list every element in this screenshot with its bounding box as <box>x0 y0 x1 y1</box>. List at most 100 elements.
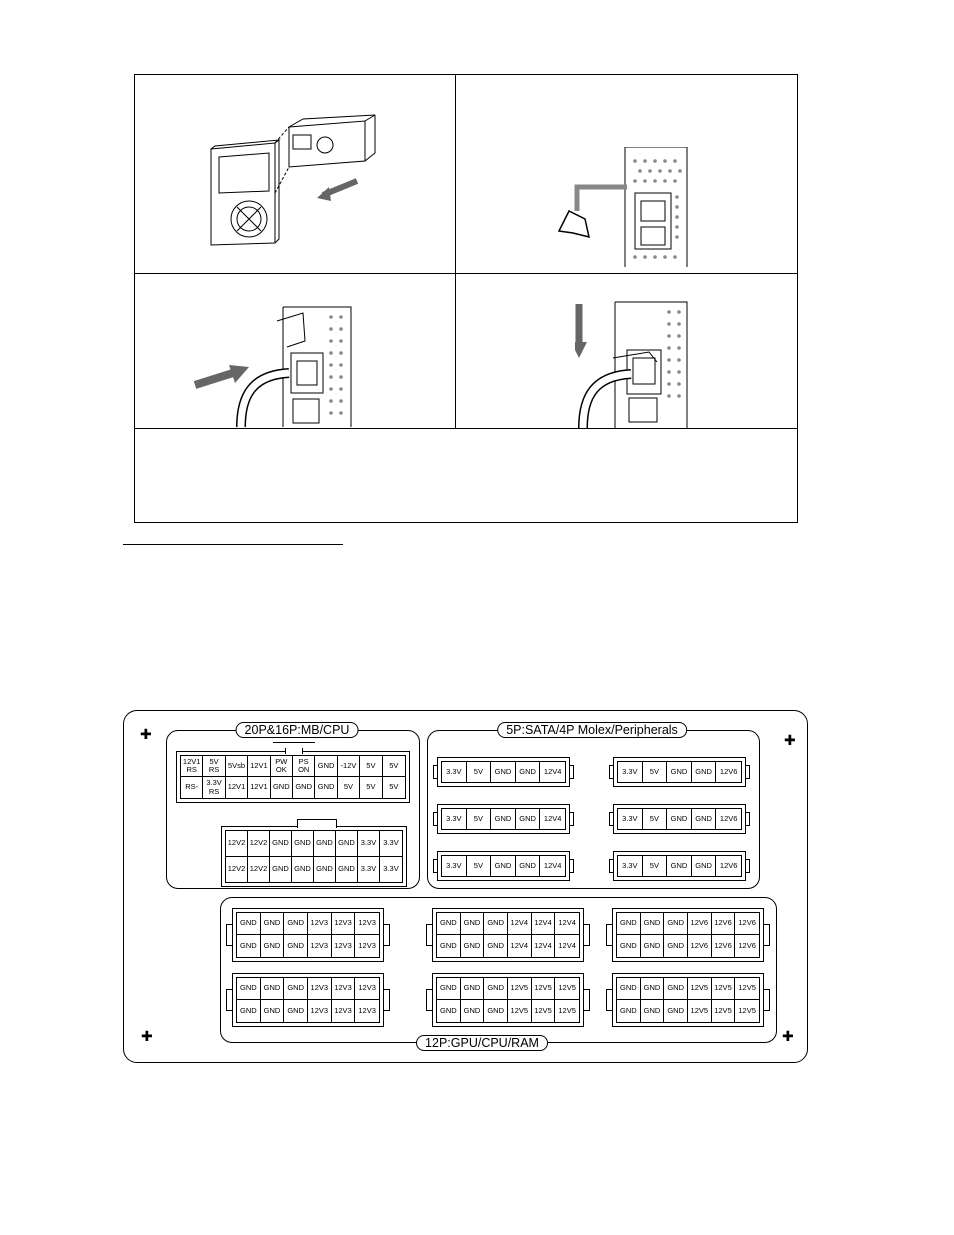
connector-pin: GND <box>315 756 338 777</box>
connector-pin: 12V6 <box>719 813 738 823</box>
connector-pin: GND <box>667 762 692 782</box>
connector-pin: GND <box>270 856 292 882</box>
connector-pin: 12V6 <box>735 913 759 935</box>
connector-pin: 12V4 <box>543 766 562 776</box>
connector-pin: 12V5 <box>687 978 712 1000</box>
connector-pin: GND <box>484 913 508 935</box>
connector-pin: GND <box>516 762 541 782</box>
connector-pin: 12V5 <box>688 1000 712 1022</box>
connector-latch <box>433 765 438 779</box>
connector-pin: GND <box>692 856 717 876</box>
connector-pin: GND <box>437 1000 461 1022</box>
connector-latch <box>609 812 614 826</box>
connector-pin: GND <box>237 935 261 957</box>
connector-latch <box>433 859 438 873</box>
connector-latch <box>583 924 590 946</box>
connector-pin: GND <box>437 913 461 935</box>
connector-pin: GND <box>260 913 285 935</box>
connector-pin: 3.3V <box>442 856 467 876</box>
connector-pin: 12V6 <box>712 935 736 957</box>
connector-pin: 5V <box>338 777 361 798</box>
connector-pin: GND <box>336 856 358 882</box>
connector-pin: 12V4 <box>508 935 532 957</box>
connector-pin: GND <box>484 1000 508 1022</box>
connector-pin: 5V <box>382 756 405 777</box>
connector-pin: 12V1 RS <box>181 756 204 777</box>
connector-pin: GND <box>260 978 285 1000</box>
connector-latch <box>426 924 433 946</box>
group-label-gpu: 12P:GPU/CPU/RAM <box>416 1035 548 1051</box>
connector-pin: 12V5 <box>507 978 532 1000</box>
connector-pin: 12V5 <box>738 1005 756 1015</box>
screw-icon: ✚ <box>782 1028 794 1044</box>
connector-pin: 12V3 <box>332 935 356 957</box>
connector-pin: GND <box>491 762 516 782</box>
connector-pin: 12V3 <box>358 1005 376 1015</box>
connector-pin: 12V4 <box>543 860 562 870</box>
group-label-sata: 5P:SATA/4P Molex/Peripherals <box>497 722 687 738</box>
connector-pin: GND <box>314 856 336 882</box>
connector-pin: GND <box>461 1000 485 1022</box>
connector-pin: 12V3 <box>308 935 332 957</box>
connector-latch <box>426 989 433 1011</box>
connector-pin: GND <box>237 1000 261 1022</box>
connector-pin: 12V4 <box>531 913 556 935</box>
connector-pin: 5V <box>643 809 668 829</box>
connector-pin: GND <box>491 856 516 876</box>
connector-pin: GND <box>617 935 641 957</box>
connector-pin: 3.3V <box>618 762 643 782</box>
connector-pin: GND <box>437 935 461 957</box>
connector-pin: GND <box>237 978 261 1000</box>
screw-icon: ✚ <box>140 726 152 742</box>
connector-pin: GND <box>491 809 516 829</box>
connector-pin: 5V <box>467 762 492 782</box>
connector-pin: 12V2 <box>248 831 270 857</box>
connector-pin: GND <box>261 1000 285 1022</box>
connector-pin: GND <box>664 935 688 957</box>
connector-latch <box>569 859 574 873</box>
connector-pin: 12V3 <box>331 978 356 1000</box>
connector-pin: GND <box>664 1000 688 1022</box>
connector-pin: -12V <box>337 756 361 777</box>
connector-pin: GND <box>461 935 485 957</box>
connector-latch <box>297 819 337 828</box>
psu-connector-panel <box>123 710 808 1063</box>
connector-pin: 12V6 <box>719 766 738 776</box>
connector-pin: GND <box>641 935 665 957</box>
connector-pin: 12V5 <box>532 1000 556 1022</box>
connector-pin: 3.3V <box>383 864 399 873</box>
connector-latch <box>745 859 750 873</box>
connector-pin: 12V5 <box>735 978 759 1000</box>
connector-pin: 12V3 <box>307 978 332 1000</box>
connector-pin: 12V6 <box>738 940 756 950</box>
connector-pin: 12V2 <box>248 856 270 882</box>
connector-pin: 12V6 <box>711 913 736 935</box>
connector-pin: 5V <box>467 809 492 829</box>
connector-pin: 5V <box>389 782 399 792</box>
connector-latch <box>433 812 438 826</box>
connector-pin: 12V3 <box>355 913 379 935</box>
connector-latch <box>569 765 574 779</box>
connector-pin: 3.3V <box>442 809 467 829</box>
connector-pin: GND <box>237 913 261 935</box>
connector-pin: 5Vsb <box>225 756 249 777</box>
connector-pin: GND <box>664 913 688 935</box>
connector-pin: GND <box>292 831 314 857</box>
connector-pin: 3.3V <box>380 831 402 857</box>
cable-clip-lock-illustration <box>575 301 688 429</box>
connector-pin: 12V5 <box>711 978 736 1000</box>
